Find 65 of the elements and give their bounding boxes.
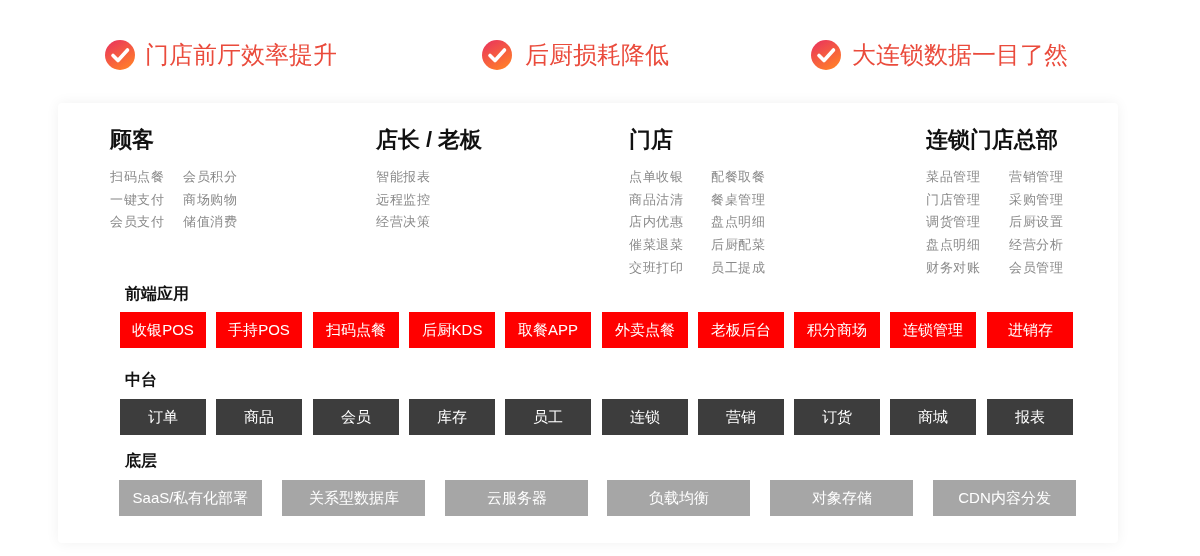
feature-item: 经营分析 — [1009, 237, 1063, 253]
app-module-box: 进销存 — [987, 312, 1073, 348]
app-module-box: 收银POS — [120, 312, 206, 348]
app-module-box: 积分商场 — [794, 312, 880, 348]
feature-item: 点单收银 — [629, 169, 683, 185]
infra-module-box: 对象存储 — [770, 480, 913, 516]
feature-item: 催菜退菜 — [629, 237, 683, 253]
feature-item: 营销管理 — [1009, 169, 1063, 185]
feature-item: 后厨配菜 — [711, 237, 765, 253]
benefit-text: 后厨损耗降低 — [525, 41, 669, 69]
column-heading: 连锁门店总部 — [926, 127, 1058, 153]
app-module-box: 取餐APP — [505, 312, 591, 348]
feature-item: 盘点明细 — [926, 237, 980, 253]
infra-module-box: 负载均衡 — [607, 480, 750, 516]
app-module-box: 后厨KDS — [409, 312, 495, 348]
feature-item: 商场购物 — [183, 192, 237, 208]
feature-item: 商品沽清 — [629, 192, 683, 208]
service-module-box: 连锁 — [602, 399, 688, 435]
infra-module-box: 云服务器 — [445, 480, 588, 516]
feature-item: 储值消费 — [183, 214, 237, 230]
app-module-box: 扫码点餐 — [313, 312, 399, 348]
service-module-box: 会员 — [313, 399, 399, 435]
feature-item: 会员支付 — [110, 214, 164, 230]
feature-item: 扫码点餐 — [110, 169, 164, 185]
feature-item: 经营决策 — [376, 214, 430, 230]
benefit-text: 大连锁数据一目了然 — [852, 41, 1068, 69]
column-heading: 店长 / 老板 — [376, 127, 483, 153]
service-module-box: 商品 — [216, 399, 302, 435]
layer-heading: 前端应用 — [125, 284, 189, 304]
layer-heading: 中台 — [125, 370, 157, 390]
feature-item: 菜品管理 — [926, 169, 980, 185]
benefit-text: 门店前厅效率提升 — [145, 41, 337, 69]
feature-item: 门店管理 — [926, 192, 980, 208]
feature-item: 采购管理 — [1009, 192, 1063, 208]
feature-item: 财务对账 — [926, 260, 980, 276]
service-module-box: 营销 — [698, 399, 784, 435]
layer-heading: 底层 — [125, 451, 157, 471]
app-module-box: 外卖点餐 — [602, 312, 688, 348]
feature-item: 一键支付 — [110, 192, 164, 208]
service-module-box: 订单 — [120, 399, 206, 435]
feature-item: 智能报表 — [376, 169, 430, 185]
app-module-box: 老板后台 — [698, 312, 784, 348]
service-module-box: 报表 — [987, 399, 1073, 435]
feature-item: 盘点明细 — [711, 214, 765, 230]
feature-item: 远程监控 — [376, 192, 430, 208]
feature-item: 配餐取餐 — [711, 169, 765, 185]
feature-item: 调货管理 — [926, 214, 980, 230]
column-heading: 顾客 — [110, 127, 154, 153]
feature-item: 店内优惠 — [629, 214, 683, 230]
column-heading: 门店 — [629, 127, 673, 153]
feature-item: 会员积分 — [183, 169, 237, 185]
app-module-box: 手持POS — [216, 312, 302, 348]
service-module-box: 库存 — [409, 399, 495, 435]
service-module-box: 订货 — [794, 399, 880, 435]
infra-module-box: CDN内容分发 — [933, 480, 1076, 516]
service-module-box: 员工 — [505, 399, 591, 435]
infra-module-box: 关系型数据库 — [282, 480, 425, 516]
feature-item: 交班打印 — [629, 260, 683, 276]
infra-module-box: SaaS/私有化部署 — [119, 480, 262, 516]
app-module-box: 连锁管理 — [890, 312, 976, 348]
feature-item: 餐桌管理 — [711, 192, 765, 208]
feature-item: 会员管理 — [1009, 260, 1063, 276]
feature-item: 后厨设置 — [1009, 214, 1063, 230]
feature-item: 员工提成 — [711, 260, 765, 276]
service-module-box: 商城 — [890, 399, 976, 435]
